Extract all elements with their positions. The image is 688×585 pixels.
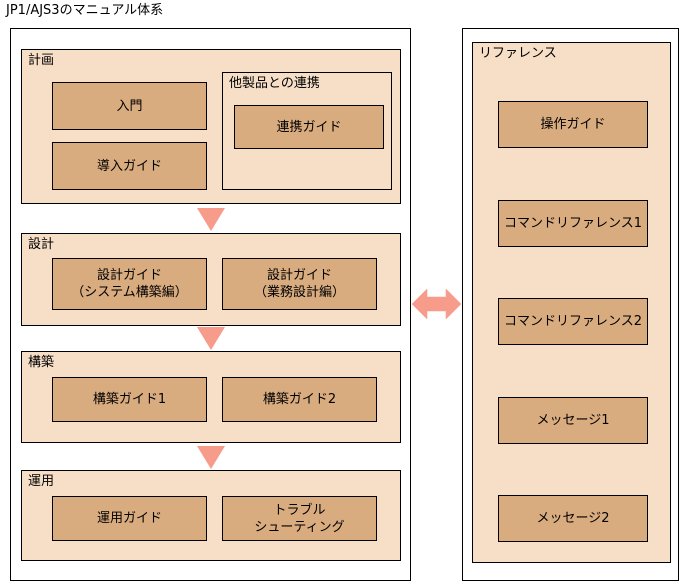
lifecycle-column-frame: 計画 入門 導入ガイド 他製品との連携 連携ガイド 設計 設計ガイド （システム… <box>10 28 411 581</box>
manual-box-build-guide-2[interactable]: 構築ガイド2 <box>222 377 377 422</box>
manual-box-operation-reference-guide[interactable]: 操作ガイド <box>498 101 648 148</box>
manual-box-operation-guide[interactable]: 運用ガイド <box>52 496 207 541</box>
page-title: JP1/AJS3のマニュアル体系 <box>6 3 164 18</box>
stage-label-operate: 運用 <box>28 474 55 489</box>
stage-panel-plan: 計画 入門 導入ガイド 他製品との連携 連携ガイド <box>21 49 401 204</box>
stage-panel-operate: 運用 運用ガイド トラブル シューティング <box>21 470 401 561</box>
arrow-build-to-operate-icon <box>197 446 225 469</box>
arrow-plan-to-design-icon <box>197 208 225 231</box>
subpanel-label-other-product-linkage: 他製品との連携 <box>229 76 320 91</box>
subpanel-other-product-linkage: 他製品との連携 連携ガイド <box>222 72 392 190</box>
stage-label-build: 構築 <box>28 355 55 370</box>
manual-box-renkei-guide[interactable]: 連携ガイド <box>234 105 384 149</box>
stage-label-design: 設計 <box>28 237 55 252</box>
stage-label-plan: 計画 <box>28 53 55 68</box>
stage-panel-reference: リファレンス 操作ガイド コマンドリファレンス1 コマンドリファレンス2 メッセ… <box>472 42 671 563</box>
manual-box-message-1[interactable]: メッセージ1 <box>498 397 648 444</box>
manual-box-design-guide-business[interactable]: 設計ガイド （業務設計編） <box>222 258 377 310</box>
manual-box-dounyu-guide[interactable]: 導入ガイド <box>52 142 207 190</box>
stage-panel-design: 設計 設計ガイド （システム構築編） 設計ガイド （業務設計編） <box>21 233 401 326</box>
manual-box-design-guide-system[interactable]: 設計ガイド （システム構築編） <box>52 258 207 310</box>
manual-box-command-reference-2[interactable]: コマンドリファレンス2 <box>498 298 648 345</box>
manual-box-troubleshooting[interactable]: トラブル シューティング <box>222 496 377 541</box>
reference-column-frame: リファレンス 操作ガイド コマンドリファレンス1 コマンドリファレンス2 メッセ… <box>462 28 679 581</box>
manual-box-command-reference-1[interactable]: コマンドリファレンス1 <box>498 200 648 247</box>
arrow-design-to-build-icon <box>197 327 225 350</box>
manual-box-build-guide-1[interactable]: 構築ガイド1 <box>52 377 207 422</box>
manual-box-message-2[interactable]: メッセージ2 <box>498 495 648 542</box>
stage-label-reference: リファレンス <box>479 46 557 61</box>
stage-panel-build: 構築 構築ガイド1 構築ガイド2 <box>21 351 401 443</box>
arrow-left-right-icon <box>412 288 461 320</box>
manual-box-nyumon[interactable]: 入門 <box>52 82 207 130</box>
